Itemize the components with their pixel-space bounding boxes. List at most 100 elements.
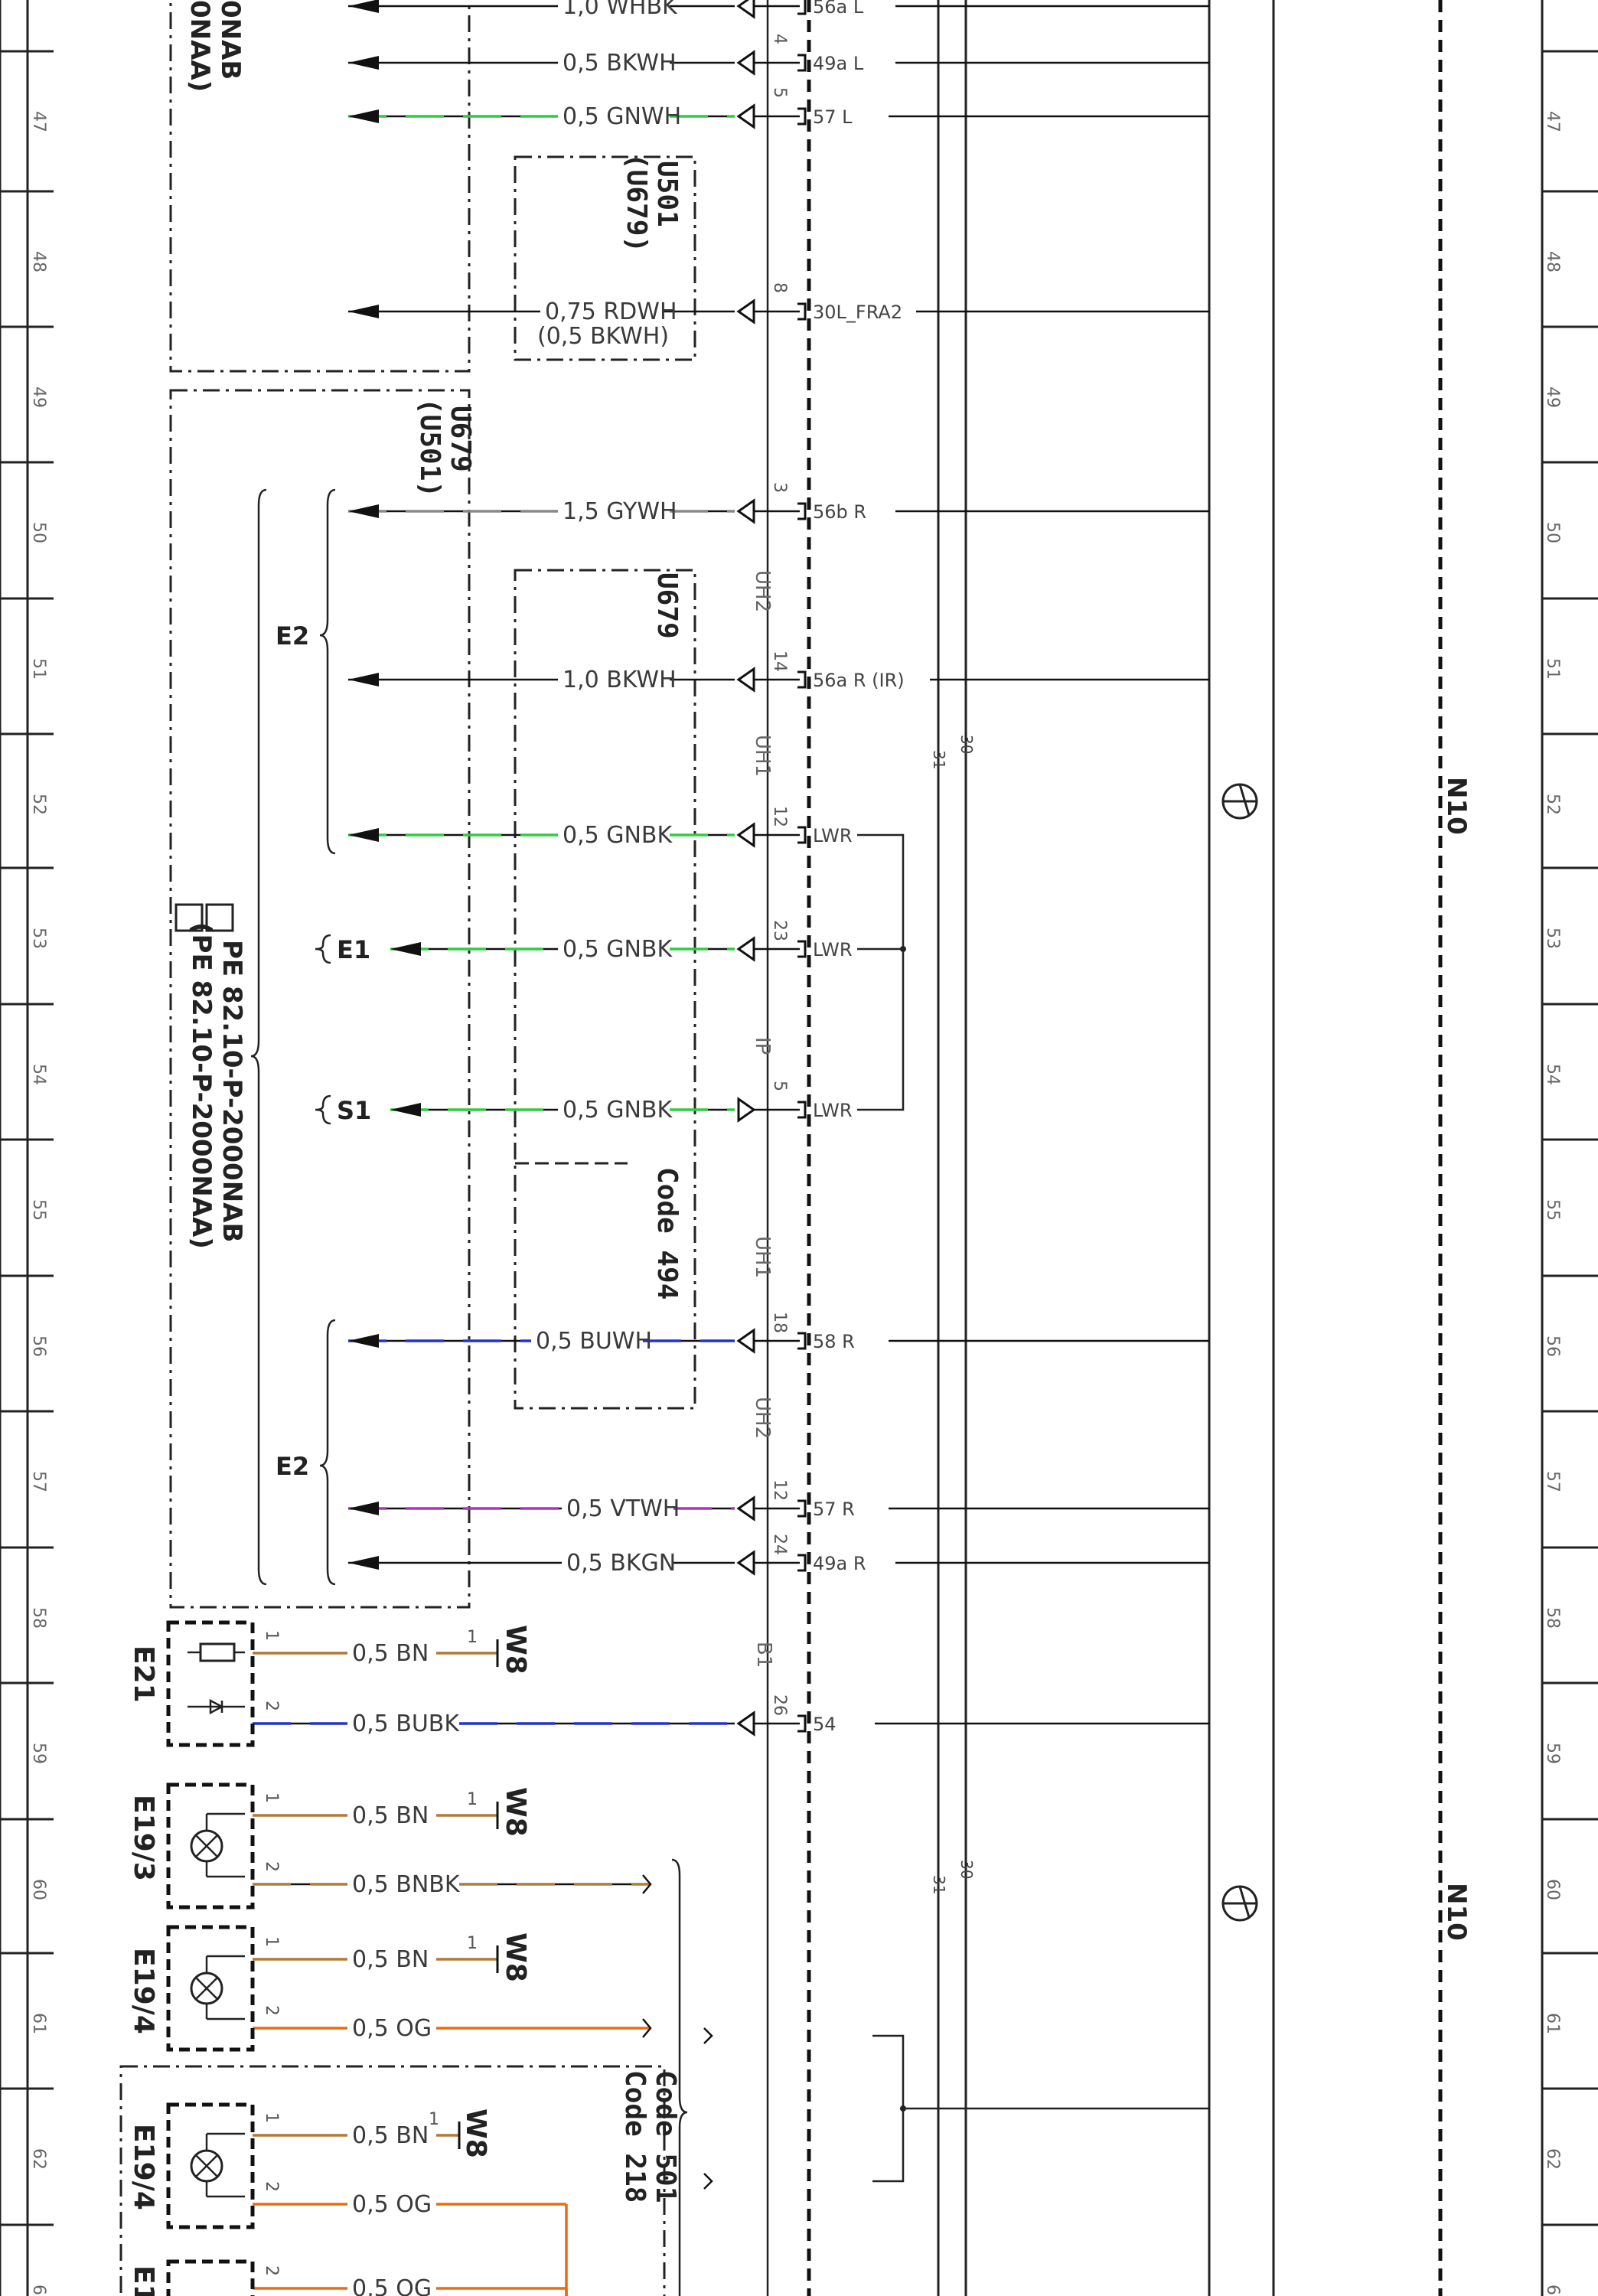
row-number: 52 xyxy=(29,794,48,815)
row-number: 51 xyxy=(29,658,48,680)
row-number: 47 xyxy=(29,111,48,132)
wire-label: 0,5 BKWH xyxy=(563,50,677,77)
row-number: 51 xyxy=(1543,658,1562,680)
e-bottom-label: E1 xyxy=(128,2265,159,2296)
diode-icon xyxy=(209,1698,224,1715)
component-pin: 1 xyxy=(262,1792,281,1803)
pin-number: 12 xyxy=(770,806,789,827)
row-number: 61 xyxy=(29,2013,48,2034)
component-pin: 2 xyxy=(262,2005,281,2016)
wire-label: 0,5 GNBK xyxy=(563,1097,673,1124)
row-number: 60 xyxy=(29,1879,48,1900)
wire-label: 1,0 BKWH xyxy=(563,667,677,693)
bus-label-30: 30 xyxy=(957,735,976,754)
wire-label: 0,5 BUBK xyxy=(352,1711,460,1737)
connector-uh2: UH2 xyxy=(751,570,774,612)
wire: 56a L 1,0 WHBK xyxy=(348,0,1209,20)
wire-label: 0,5 OG xyxy=(352,2015,432,2042)
row-number: 48 xyxy=(1543,251,1562,272)
signal-label: 56a R (IR) xyxy=(813,670,905,691)
wire-tail xyxy=(703,2173,713,2190)
pin-number: 24 xyxy=(770,1534,789,1555)
e-bottom-component xyxy=(166,2259,255,2296)
pin-number: 5 xyxy=(770,1081,789,1091)
row-number: 56 xyxy=(29,1336,48,1357)
connector-uh1b: UH1 xyxy=(751,1236,774,1278)
wire-label: 0,5 OG xyxy=(352,2191,432,2218)
lwr-junction xyxy=(900,946,906,952)
row-number: 54 xyxy=(1543,1064,1562,1085)
wire: 5 57 L 0,5 GNWH xyxy=(348,87,1209,130)
code494-label: Code 494 xyxy=(651,1167,683,1300)
ground-pin: 1 xyxy=(467,1790,478,1809)
u679-left-subtitle: (U501) xyxy=(414,398,445,497)
lwr-bridge xyxy=(857,833,905,1111)
wire-label: 0,5 GNWH xyxy=(563,103,681,130)
wire: 0,5 OG 2 xyxy=(253,2005,652,2042)
pin-number: 12 xyxy=(770,1479,789,1501)
row-number: 55 xyxy=(1543,1199,1562,1221)
u679-box xyxy=(514,569,696,1410)
wire-label: 0,5 BN xyxy=(352,1802,429,1829)
wire: 0,5 OG2 xyxy=(253,2181,568,2296)
signal-label: 58 R xyxy=(813,1331,855,1352)
brace-s1 xyxy=(315,1094,331,1125)
wire-label: 1,0 WHBK xyxy=(563,0,678,20)
ground-pin: 1 xyxy=(467,1628,478,1647)
row-scale-left xyxy=(0,0,29,2296)
wire-label: 0,5 BKGN xyxy=(566,1550,676,1577)
bus-label-31: 31 xyxy=(930,750,948,769)
wire: 10,5 BN1 xyxy=(253,2110,461,2149)
n10-label-2: N10 xyxy=(1441,1883,1472,1941)
pe-ref-top-1: 0NAB xyxy=(215,0,246,80)
pin-number: 5 xyxy=(770,87,789,98)
row-number: 56 xyxy=(1543,1336,1562,1357)
signal-label: LWR xyxy=(813,1100,853,1121)
brace-e2-lower xyxy=(319,1319,336,1586)
n10-boundary: N10 N10 xyxy=(807,0,1472,2296)
row-number: 50 xyxy=(1543,522,1562,543)
row-number: 60 xyxy=(1543,1879,1562,1900)
pin-number: 26 xyxy=(770,1694,789,1716)
wire-label: 0,5 GNBK xyxy=(563,822,673,849)
e1-label: E1 xyxy=(337,935,370,964)
signal-label: LWR xyxy=(813,825,853,846)
signal-label: 57 L xyxy=(813,106,853,128)
wire-label: 0,5 BN xyxy=(352,2122,429,2149)
wire: 1 0,5 BN 1 xyxy=(253,1790,499,1829)
signal-label: 54 xyxy=(813,1714,837,1735)
row-number: 47 xyxy=(1543,111,1562,132)
w8-label: W8 xyxy=(500,1787,531,1837)
u501-box-subtitle: (U679) xyxy=(621,153,652,253)
row-number: 48 xyxy=(29,251,48,272)
wire: 10,5 BN1 xyxy=(253,1934,499,1973)
row-number: 50 xyxy=(29,522,48,543)
wire: 14 56a R (IR) 1,0 BKWH xyxy=(348,651,1209,693)
row-number: 53 xyxy=(1543,928,1562,949)
brace-main xyxy=(250,488,267,1586)
row-number: 57 xyxy=(29,1471,48,1492)
u679-left-title: U679 xyxy=(445,406,476,472)
pe-ref-top-2: 0NAA) xyxy=(184,0,215,92)
row-number: 63 xyxy=(1543,2285,1562,2296)
connector-uh1: UH1 xyxy=(751,735,774,777)
e21-label: E21 xyxy=(128,1645,159,1703)
ground-pin: 1 xyxy=(467,1934,478,1953)
pin-number: 18 xyxy=(770,1312,789,1333)
row-number: 52 xyxy=(1543,794,1562,815)
row-number: 62 xyxy=(1543,2148,1562,2170)
row-number: 59 xyxy=(1543,1743,1562,1764)
row-number: 58 xyxy=(29,1607,48,1629)
e19-3-label: E19/3 xyxy=(128,1795,159,1881)
row-number: 57 xyxy=(1543,1471,1562,1492)
signal-label: 56a L xyxy=(813,0,864,18)
e19-3-component xyxy=(166,1782,255,1910)
pin-number: 14 xyxy=(770,651,789,672)
book-icon xyxy=(174,903,234,932)
w8-label: W8 xyxy=(500,1625,531,1675)
